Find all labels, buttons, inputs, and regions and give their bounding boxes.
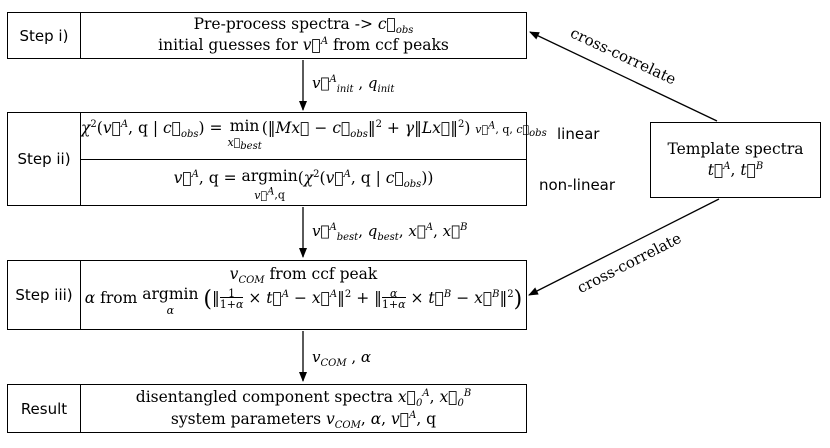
step3-label: Step iii)	[8, 261, 81, 329]
result-box: Result disentangled component spectra x⃗…	[7, 384, 527, 433]
step1-box: Step i) Pre-process spectra -> c⃗obs ini…	[7, 12, 527, 59]
result-line1: disentangled component spectra x⃗0A, x⃗0…	[135, 388, 472, 410]
template-spectra-box: Template spectra t⃗A, t⃗B	[650, 122, 821, 198]
result-line2: system parameters vCOM, α, v⃗A, q	[170, 410, 437, 432]
step3-box: Step iii) vCOM from ccf peak α from argm…	[7, 260, 527, 330]
step3-line1: vCOM from ccf peak	[229, 265, 378, 287]
step1-label: Step i)	[8, 13, 81, 58]
result-label: Result	[8, 385, 81, 432]
arrow-template-to-step1	[529, 31, 718, 122]
edge-label-step2-step3: v⃗Abest, qbest, x⃗A, x⃗B	[312, 222, 468, 243]
step2-label: Step ii)	[8, 113, 81, 205]
step1-line1: Pre-process spectra -> c⃗obs	[193, 15, 414, 37]
edge-label-step1-step2: v⃗Ainit , qinit	[312, 74, 395, 95]
step1-line2: initial guesses for v⃗A from ccf peaks	[158, 36, 449, 55]
linear-label: linear	[557, 125, 600, 143]
template-line2: t⃗A, t⃗B	[707, 161, 764, 180]
arrow-template-to-step3	[528, 198, 720, 296]
edge-label-step3-result: vCOM , α	[312, 348, 372, 369]
step2-divider	[81, 159, 526, 160]
template-line1: Template spectra	[667, 140, 804, 158]
nonlinear-label: non-linear	[539, 176, 616, 194]
